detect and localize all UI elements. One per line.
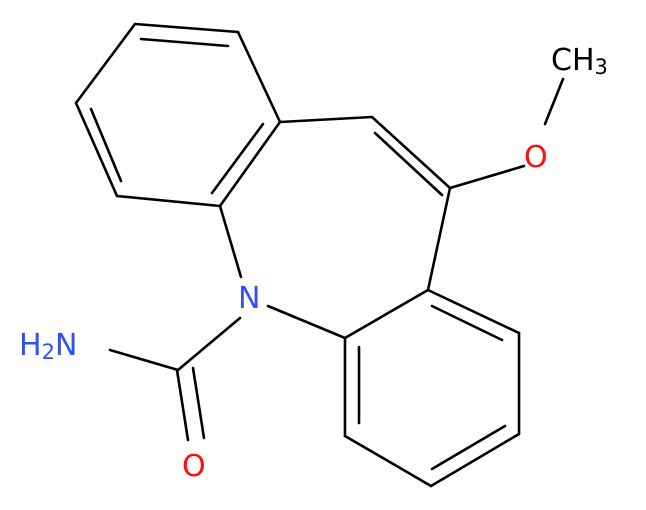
bond xyxy=(278,115,374,124)
methoxy-oxygen-label: O xyxy=(524,140,548,175)
bond xyxy=(108,348,180,372)
double-bond-inner xyxy=(430,304,504,342)
double-bond-inner xyxy=(430,424,507,471)
ring-nitrogen-label: N xyxy=(238,281,260,316)
bond xyxy=(266,304,347,340)
bond xyxy=(236,30,282,124)
double-bond-inner xyxy=(139,37,230,48)
double-bond-inner xyxy=(373,131,444,197)
bond xyxy=(218,204,243,279)
bond xyxy=(426,186,452,292)
bond xyxy=(426,288,521,335)
bond xyxy=(115,194,222,208)
bond xyxy=(74,22,137,105)
bond xyxy=(176,316,242,372)
methoxy-group xyxy=(448,77,565,190)
methyl-label: CH3 xyxy=(551,43,608,79)
bond xyxy=(543,77,565,126)
bond xyxy=(218,120,282,208)
central-azepine-ring xyxy=(218,115,452,340)
bond xyxy=(429,432,521,488)
left-benzene-ring xyxy=(74,22,282,208)
bond xyxy=(448,164,526,190)
bond xyxy=(133,22,240,34)
amine-label: H2N xyxy=(19,328,77,364)
carbonyl-oxygen-label: O xyxy=(182,449,206,484)
double-bond-inner xyxy=(210,122,265,195)
bond xyxy=(370,115,452,190)
double-bond-inner xyxy=(89,107,123,183)
bond xyxy=(343,434,433,488)
bond xyxy=(74,101,119,198)
bond xyxy=(343,288,430,340)
bond xyxy=(175,368,190,442)
right-benzene-ring xyxy=(343,288,521,488)
carboxamide-group xyxy=(108,316,242,442)
bond xyxy=(191,366,206,440)
